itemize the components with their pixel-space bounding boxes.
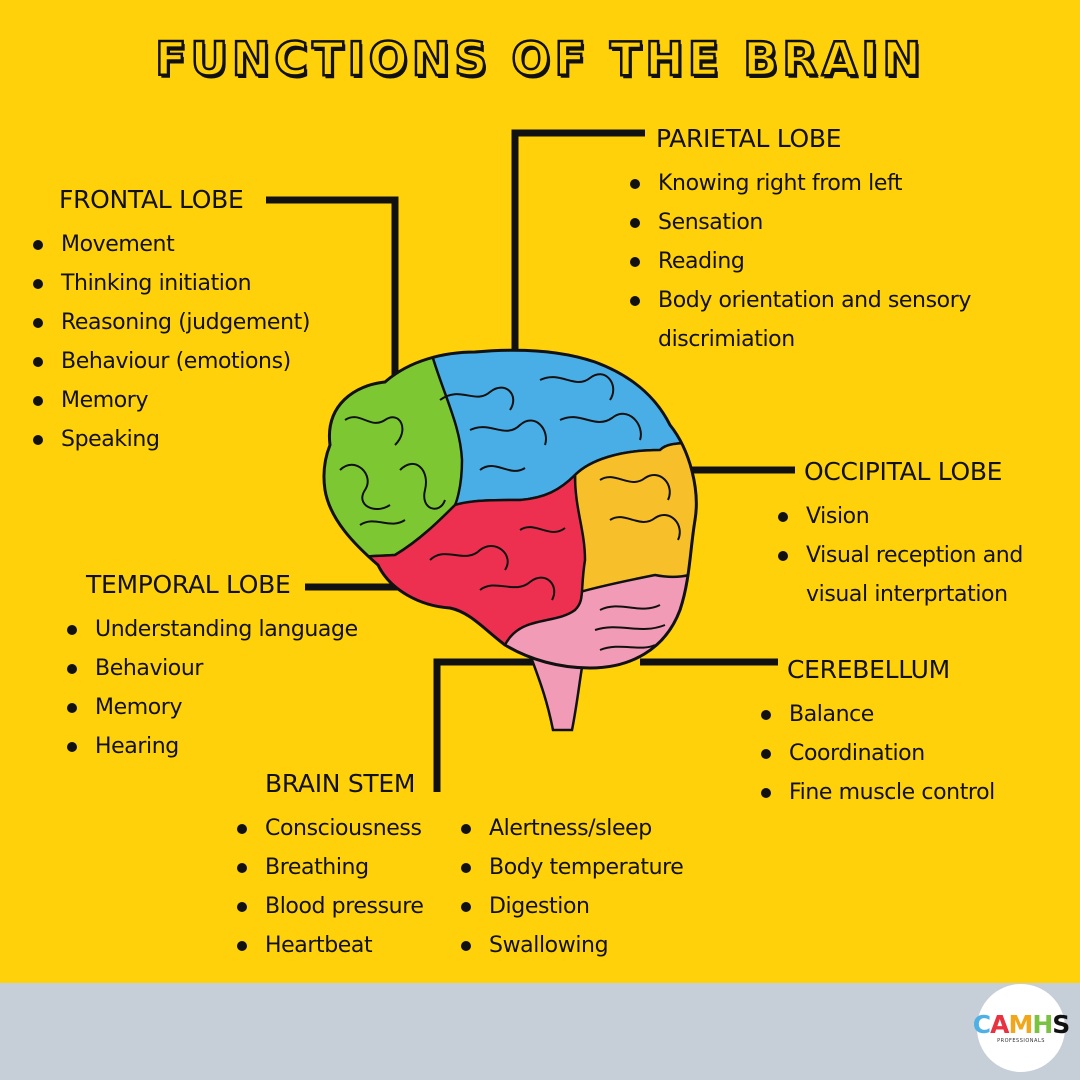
list-item: Understanding language	[66, 610, 358, 649]
camhs-logo: CAMHS PROFESSIONALS	[973, 984, 1070, 1072]
parietal-lobe-list: Knowing right from left Sensation Readin…	[629, 164, 971, 359]
list-item: Breathing	[236, 848, 460, 887]
list-item: Consciousness	[236, 809, 460, 848]
occipital-lobe-list: Vision Visual reception and visual inter…	[777, 497, 1023, 614]
frontal-lobe-section: FRONTAL LOBE Movement Thinking initiatio…	[32, 185, 310, 459]
parietal-lobe-heading: PARIETAL LOBE	[656, 124, 842, 153]
brainstem-list-left: Consciousness Breathing Blood pressure H…	[236, 809, 460, 965]
page-title: FUNCTIONS OF THE BRAIN	[154, 31, 925, 88]
list-item-continuation: discrimiation	[658, 327, 795, 352]
list-item: Behaviour	[66, 649, 358, 688]
list-item: Speaking	[32, 420, 310, 459]
list-item: Memory	[66, 688, 358, 727]
logo-tagline: PROFESSIONALS	[997, 1038, 1045, 1044]
brain-outline	[322, 348, 698, 670]
cerebellum-heading: CEREBELLUM	[787, 655, 950, 684]
list-item: Alertness/sleep	[460, 809, 683, 848]
logo-wordmark: CAMHS	[972, 1010, 1071, 1039]
parietal-connector	[511, 129, 645, 360]
brain-illustration	[322, 348, 698, 732]
brainstem-heading: BRAIN STEM	[265, 769, 416, 798]
brainstem-section: BRAIN STEM Consciousness Breathing Blood…	[236, 769, 684, 965]
occipital-lobe-heading: OCCIPITAL LOBE	[804, 457, 1003, 486]
list-item: Coordination	[760, 734, 995, 773]
list-item: Knowing right from left	[629, 164, 971, 203]
footer-bar	[0, 983, 1080, 1080]
list-item: Hearing	[66, 727, 358, 766]
temporal-lobe-list: Understanding language Behaviour Memory …	[66, 610, 358, 766]
brainstem-connector	[433, 658, 540, 792]
cerebellum-list: Balance Coordination Fine muscle control	[760, 695, 995, 812]
list-item: Blood pressure	[236, 887, 460, 926]
list-item: Digestion	[460, 887, 683, 926]
list-item: Reasoning (judgement)	[32, 303, 310, 342]
list-item: Fine muscle control	[760, 773, 995, 812]
temporal-lobe-heading: TEMPORAL LOBE	[86, 570, 291, 599]
frontal-lobe-list: Movement Thinking initiation Reasoning (…	[32, 225, 310, 459]
list-item: Body orientation and sensory	[629, 281, 971, 320]
frontal-lobe-heading: FRONTAL LOBE	[59, 185, 244, 214]
list-item: Body temperature	[460, 848, 684, 887]
list-item: Heartbeat	[236, 926, 460, 965]
brainstem-list-right: Alertness/sleep Body temperature Digesti…	[460, 809, 684, 965]
temporal-lobe-section: TEMPORAL LOBE Understanding language Beh…	[66, 570, 358, 766]
list-item: Thinking initiation	[32, 264, 310, 303]
frontal-connector	[266, 196, 399, 385]
list-item: Vision	[777, 497, 1023, 536]
list-item: Balance	[760, 695, 995, 734]
list-item: Swallowing	[460, 926, 683, 965]
occipital-lobe-section: OCCIPITAL LOBE Vision Visual reception a…	[777, 457, 1023, 614]
list-item: Visual reception and	[777, 536, 1023, 575]
list-item-continuation: visual interprtation	[806, 582, 1008, 607]
cerebellum-section: CEREBELLUM Balance Coordination Fine mus…	[760, 655, 995, 812]
list-item: Behaviour (emotions)	[32, 342, 310, 381]
list-item: Reading	[629, 242, 971, 281]
list-item: Memory	[32, 381, 310, 420]
list-item: Sensation	[629, 203, 971, 242]
parietal-lobe-section: PARIETAL LOBE Knowing right from left Se…	[629, 124, 971, 359]
list-item: Movement	[32, 225, 310, 264]
